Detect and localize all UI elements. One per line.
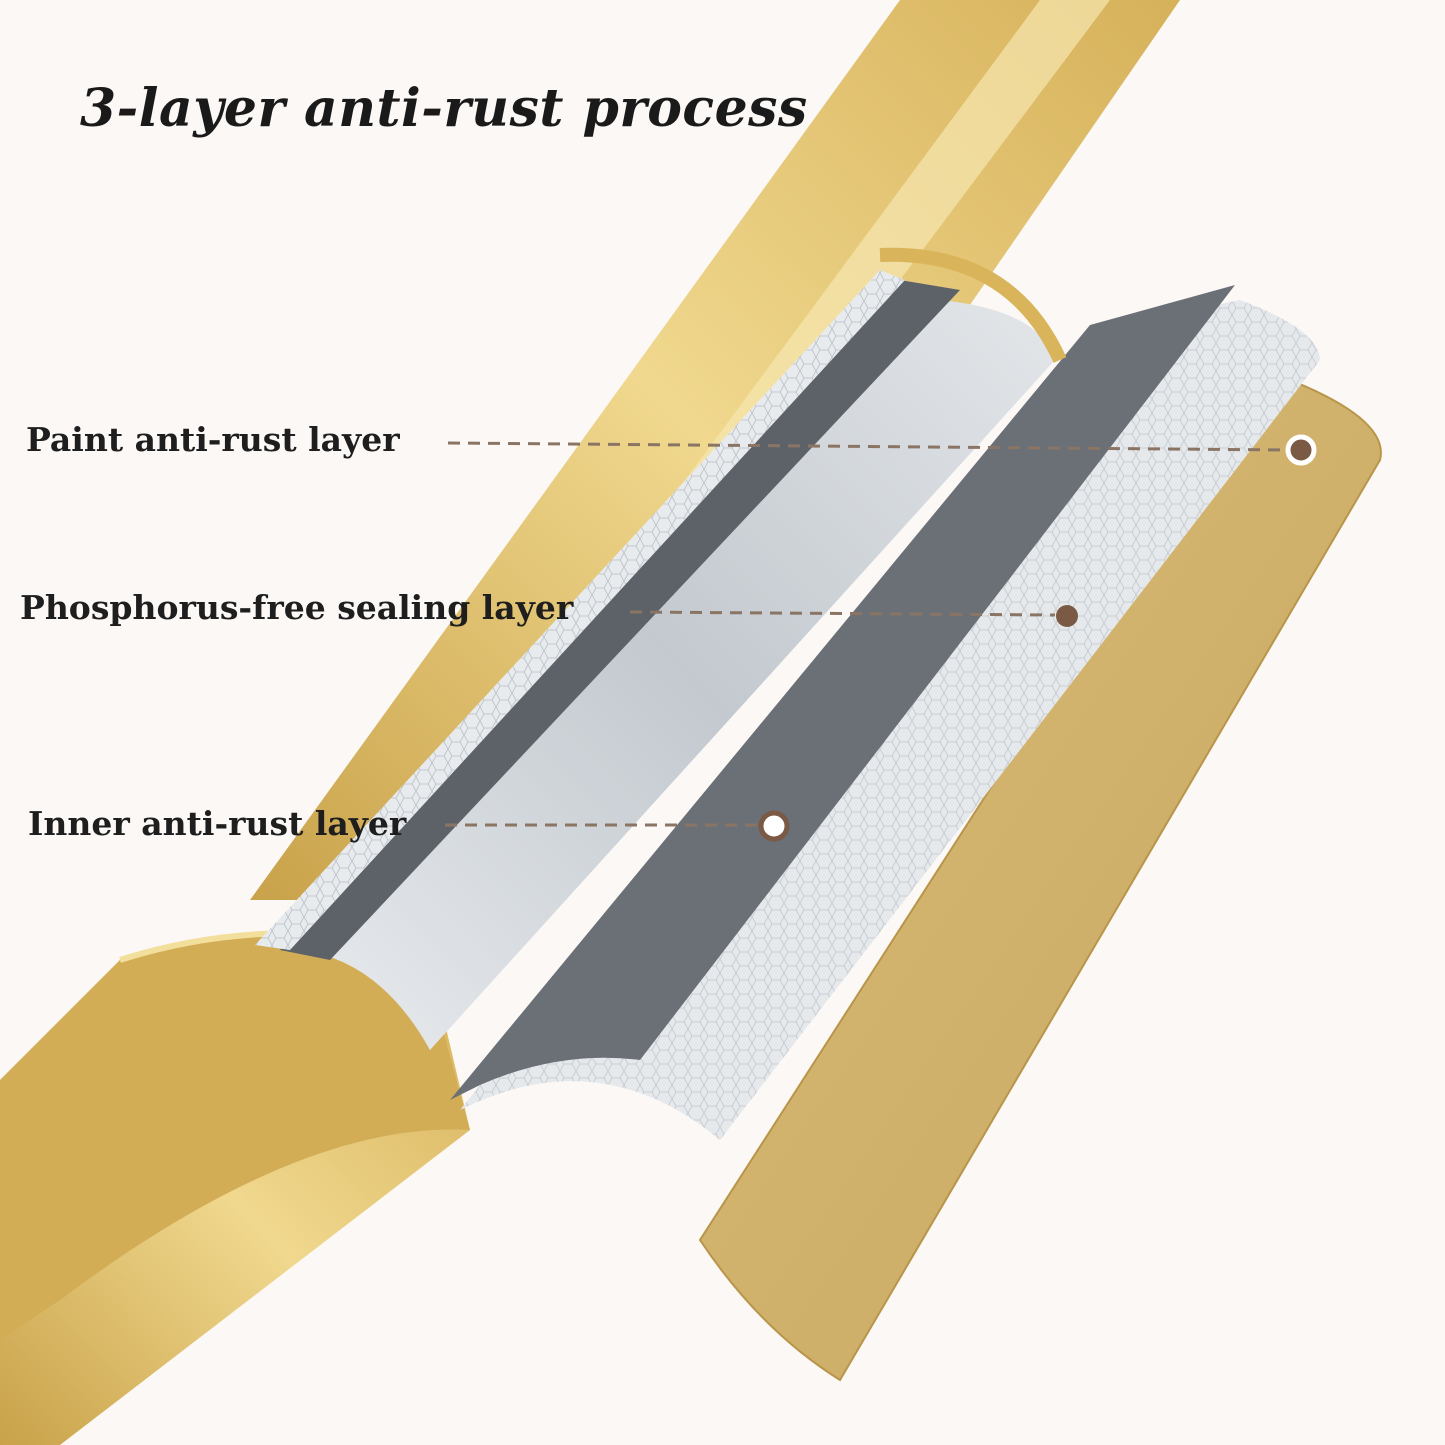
marker-sealing-layer [1056, 605, 1078, 627]
inner-layer-dark-strip [450, 285, 1235, 1100]
leader-line-sealing [629, 610, 1056, 617]
inner-core-cylinder [300, 280, 1055, 1050]
label-phosphorus-free-sealing-layer: Phosphorus-free sealing layer [20, 588, 574, 627]
marker-inner-layer [758, 810, 790, 842]
inner-hex-strip-texture [255, 270, 905, 950]
diagram-title: 3-layer anti-rust process [80, 78, 808, 139]
inner-core-dark-edge [280, 280, 960, 960]
pipe-collar [0, 935, 470, 1340]
leader-line-paint [447, 441, 1289, 452]
pipe-top-cut-edge [879, 247, 1067, 363]
marker-paint-layer [1285, 434, 1317, 466]
label-paint-anti-rust-layer: Paint anti-rust layer [26, 420, 400, 459]
label-inner-anti-rust-layer: Inner anti-rust layer [28, 804, 407, 843]
paint-layer-sheet [698, 378, 1382, 1382]
